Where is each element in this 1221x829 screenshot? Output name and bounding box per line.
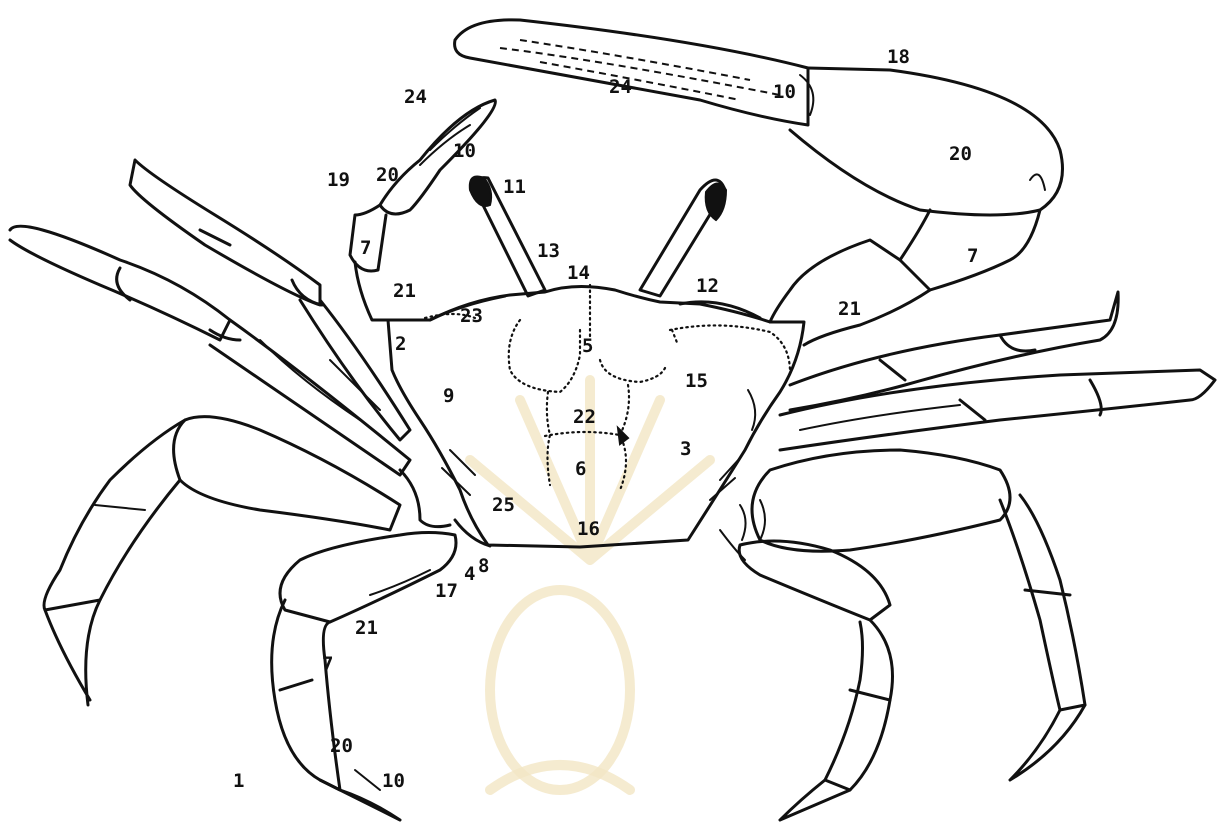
label-15: 15 — [685, 370, 708, 392]
minor-cheliped — [350, 100, 495, 320]
label-16: 16 — [577, 518, 600, 540]
label-21-leg: 21 — [355, 617, 378, 639]
label-22: 22 — [573, 406, 596, 428]
label-7-major-cheliped: 7 — [967, 245, 978, 267]
label-10-major-cheliped: 10 — [773, 81, 796, 103]
label-24-minor-cheliped: 24 — [404, 86, 427, 108]
label-21-major-cheliped: 21 — [838, 298, 861, 320]
label-17: 17 — [435, 580, 458, 602]
left-walking-legs — [10, 160, 450, 705]
label-8: 8 — [478, 555, 489, 577]
label-3: 3 — [680, 438, 691, 460]
right-front-leg — [720, 530, 893, 820]
label-14: 14 — [567, 262, 590, 284]
label-10-leg: 10 — [382, 770, 405, 792]
label-20-major-cheliped: 20 — [949, 143, 972, 165]
label-20-leg: 20 — [330, 735, 353, 757]
label-24-major-cheliped: 24 — [609, 76, 632, 98]
label-25: 25 — [492, 494, 515, 516]
label-18: 18 — [887, 46, 910, 68]
label-20-minor-cheliped: 20 — [376, 164, 399, 186]
label-5: 5 — [582, 335, 593, 357]
label-21-minor-cheliped: 21 — [393, 280, 416, 302]
right-walking-legs — [740, 292, 1215, 780]
major-cheliped — [455, 20, 1063, 345]
label-13: 13 — [537, 240, 560, 262]
label-6: 6 — [575, 458, 586, 480]
label-7-minor-cheliped: 7 — [360, 237, 371, 259]
left-front-leg — [272, 520, 490, 820]
label-10-minor-cheliped: 10 — [453, 140, 476, 162]
part-labels: 1 2 3 4 5 6 7 7 7 8 9 10 10 10 11 12 13 … — [233, 46, 978, 792]
label-9: 9 — [443, 385, 454, 407]
label-11: 11 — [503, 176, 526, 198]
label-19: 19 — [327, 169, 350, 191]
label-2: 2 — [395, 333, 406, 355]
label-7-leg: 7 — [322, 653, 333, 675]
label-23: 23 — [460, 305, 483, 327]
label-12: 12 — [696, 275, 719, 297]
watermark-seal — [470, 380, 710, 790]
label-4: 4 — [464, 563, 475, 585]
label-1: 1 — [233, 770, 244, 792]
